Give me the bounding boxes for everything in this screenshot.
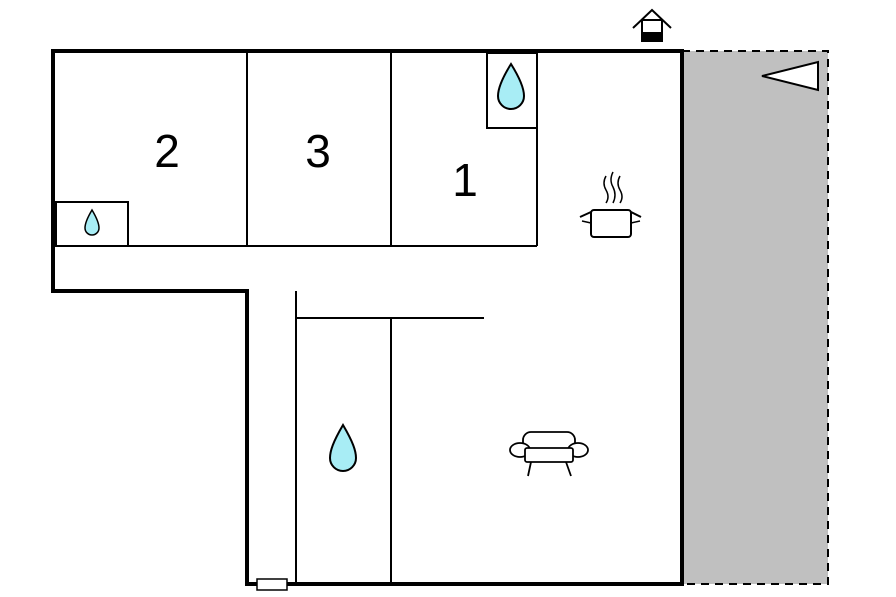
- interior-walls: [53, 51, 538, 584]
- cooking-pot-icon: [579, 171, 642, 238]
- door-marker: [256, 578, 288, 591]
- house-entrance-icon: [632, 8, 672, 42]
- water-drop-icon: [496, 62, 526, 110]
- sofa-icon: [509, 431, 589, 477]
- water-drop-icon: [328, 423, 358, 472]
- terrace: [682, 50, 829, 585]
- triangle-pointer-icon: [761, 60, 819, 92]
- room-label-1: 1: [452, 154, 478, 206]
- room-label-3: 3: [305, 125, 331, 177]
- water-drop-icon: [84, 208, 100, 236]
- room-label-2: 2: [154, 125, 180, 177]
- outer-wall: [51, 49, 684, 586]
